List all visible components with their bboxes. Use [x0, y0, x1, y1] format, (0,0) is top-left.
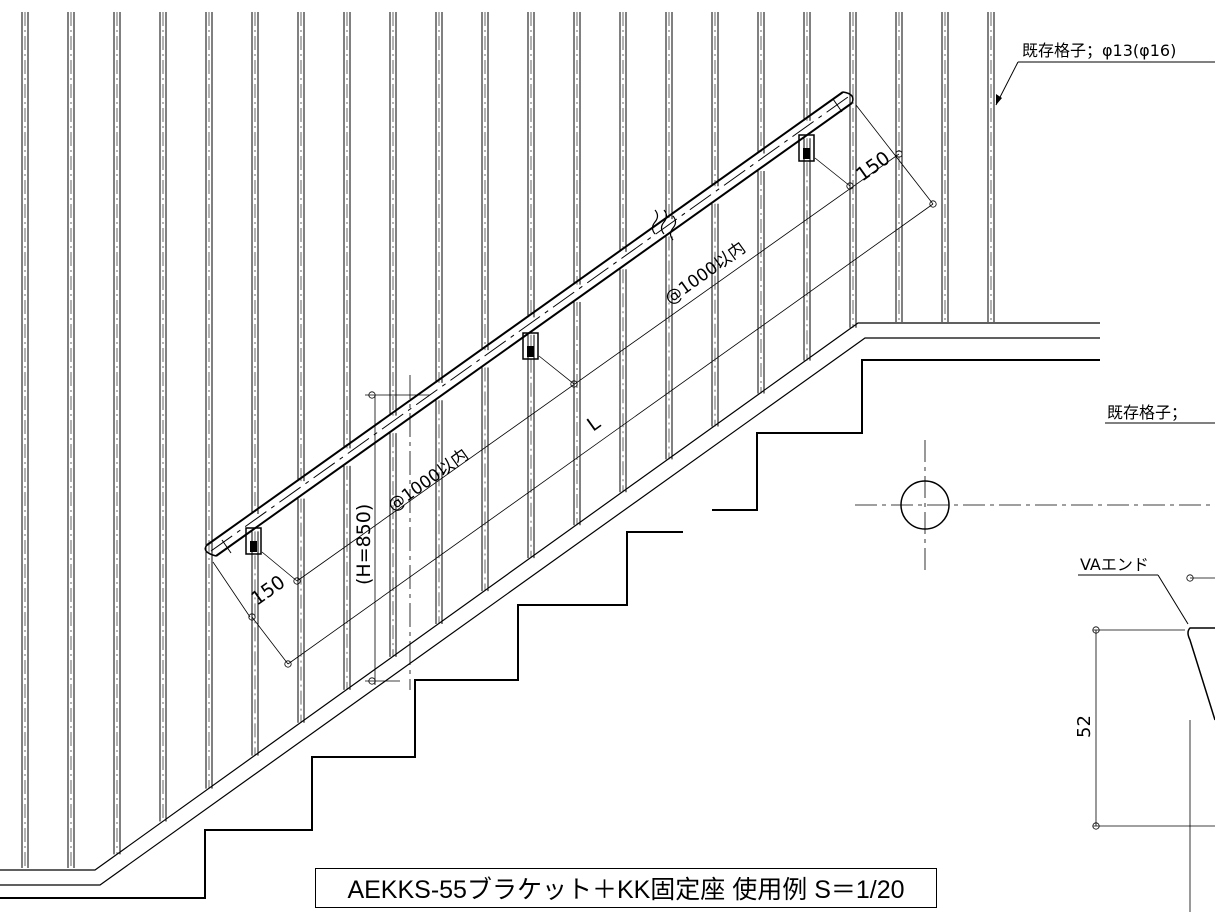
va-end-label: VAエンド	[1080, 555, 1149, 574]
dimension-lines	[212, 104, 937, 690]
va-end-detail	[1078, 574, 1215, 912]
section-symbol	[855, 440, 1215, 570]
dim-height: (H=850)	[353, 504, 375, 585]
drawing-title: AEKKS-55ブラケット＋KK固定座 使用例 S＝1/20	[315, 868, 937, 908]
existing-lattice-bars	[21, 12, 995, 868]
bracket-right	[798, 134, 815, 162]
existing-lattice-label: 既存格子；φ13(φ16)	[1022, 41, 1176, 60]
dim-detail-height: 52	[1074, 715, 1095, 738]
bracket-left	[245, 527, 262, 555]
drawing-title-text: AEKKS-55ブラケット＋KK固定座 使用例 S＝1/20	[347, 876, 905, 904]
handrail	[204, 91, 854, 557]
dim-length: L	[583, 412, 605, 436]
staircase	[0, 322, 1100, 899]
dim-pitch-upper: @1000以内	[661, 238, 749, 309]
existing-lattice-label-lower: 既存格子；	[1107, 403, 1187, 422]
dim-pitch-lower: @1000以内	[384, 445, 472, 516]
bracket-middle	[522, 332, 539, 360]
lattice-callout-leader	[995, 61, 1215, 424]
dim-offset-upper: 150	[852, 147, 894, 186]
dim-offset-lower: 150	[247, 571, 289, 610]
